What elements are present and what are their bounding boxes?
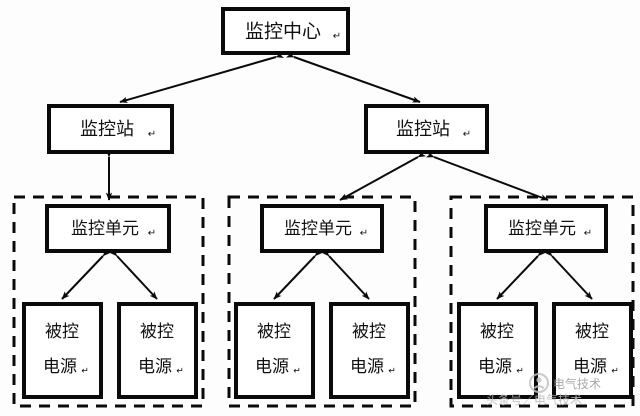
power-supply-3a-label-line2: 电源 bbox=[478, 357, 512, 377]
node-power-supply-3b[interactable]: 被控 电源 ↵ bbox=[552, 302, 633, 399]
monitoring-unit-1-label: 监控单元 bbox=[71, 219, 139, 239]
monitoring-unit-1-box[interactable] bbox=[45, 204, 171, 253]
power-supply-1a-label-line1: 被控 bbox=[45, 322, 79, 342]
node-monitoring-station-1[interactable]: 监控站 ↵ bbox=[47, 104, 174, 154]
power-supply-3a-label-line1: 被控 bbox=[480, 322, 514, 342]
node-power-supply-3a[interactable]: 被控 电源 ↵ bbox=[457, 302, 538, 399]
monitoring-unit-3-label: 监控单元 bbox=[508, 219, 576, 239]
group-boundary-1 bbox=[12, 195, 205, 408]
power-supply-1b-label-line2: 电源 bbox=[138, 357, 172, 377]
node-monitoring-station-2[interactable]: 监控站 ↵ bbox=[364, 104, 489, 154]
link-station-2-to-unit-3 bbox=[425, 151, 549, 201]
link-unit-3-to-power-3b bbox=[544, 248, 593, 300]
monitoring-station-2-pilcrow: ↵ bbox=[463, 129, 471, 140]
monitoring-unit-2-pilcrow: ↵ bbox=[360, 228, 368, 239]
power-supply-2a-box[interactable] bbox=[234, 302, 315, 399]
group-boundary-2 bbox=[227, 195, 417, 408]
power-supply-2b-pilcrow: ↵ bbox=[388, 367, 396, 377]
monitoring-station-2-label: 监控站 bbox=[396, 119, 450, 140]
group-boundary-3 bbox=[449, 195, 635, 408]
watermark-badge-label: 电气技术 bbox=[553, 376, 601, 391]
link-center-to-station-1 bbox=[119, 51, 284, 104]
power-supply-1b-label-line1: 被控 bbox=[140, 322, 174, 342]
monitoring-unit-3-pilcrow: ↵ bbox=[584, 228, 592, 239]
link-unit-2-to-power-2a bbox=[273, 248, 323, 300]
connector-layer bbox=[61, 51, 593, 300]
power-supply-3b-box[interactable] bbox=[552, 302, 633, 399]
monitoring-center-box[interactable] bbox=[221, 7, 350, 55]
monitoring-station-1-label: 监控站 bbox=[80, 119, 134, 140]
monitoring-station-1-box[interactable] bbox=[47, 104, 174, 154]
watermark-avatar-body-icon bbox=[533, 385, 545, 390]
monitoring-station-1-pilcrow: ↵ bbox=[148, 129, 156, 140]
link-station-2-to-unit-2 bbox=[339, 150, 427, 201]
power-supply-1b-pilcrow: ↵ bbox=[176, 367, 184, 377]
node-power-supply-2a[interactable]: 被控 电源 ↵ bbox=[234, 302, 315, 399]
link-center-to-station-2 bbox=[285, 51, 421, 103]
node-power-supply-1b[interactable]: 被控 电源 ↵ bbox=[117, 302, 198, 399]
monitoring-unit-3-box[interactable] bbox=[484, 204, 608, 253]
power-supply-1b-box[interactable] bbox=[117, 302, 198, 399]
watermark-handle-label: 头条号／电气技术 bbox=[486, 392, 582, 407]
power-supply-2a-pilcrow: ↵ bbox=[293, 367, 301, 377]
watermark: 电气技术 头条号／电气技术 bbox=[486, 373, 601, 407]
monitoring-station-2-box[interactable] bbox=[364, 104, 489, 154]
group-boundary-layer bbox=[12, 195, 635, 408]
node-monitoring-unit-2[interactable]: 监控单元 ↵ bbox=[260, 204, 384, 253]
power-supply-2b-label-line1: 被控 bbox=[352, 322, 386, 342]
power-supply-3b-pilcrow: ↵ bbox=[611, 367, 619, 377]
monitoring-unit-2-box[interactable] bbox=[260, 204, 384, 253]
power-supply-2a-label-line1: 被控 bbox=[257, 322, 291, 342]
power-supply-3b-label-line2: 电源 bbox=[573, 357, 607, 377]
power-supply-1a-label-line2: 电源 bbox=[43, 357, 77, 377]
monitoring-unit-2-label: 监控单元 bbox=[284, 219, 352, 239]
power-supply-3b-label-line1: 被控 bbox=[575, 322, 609, 342]
node-power-supply-2b[interactable]: 被控 电源 ↵ bbox=[329, 302, 410, 399]
power-supply-1a-box[interactable] bbox=[22, 302, 103, 399]
node-monitoring-unit-3[interactable]: 监控单元 ↵ bbox=[484, 204, 608, 253]
power-supply-3a-pilcrow: ↵ bbox=[516, 367, 524, 377]
watermark-avatar-icon bbox=[529, 373, 549, 393]
node-power-supply-1a[interactable]: 被控 电源 ↵ bbox=[22, 302, 103, 399]
link-unit-2-to-power-2b bbox=[321, 248, 370, 300]
power-supply-2a-label-line2: 电源 bbox=[255, 357, 289, 377]
monitoring-center-pilcrow: ↵ bbox=[333, 31, 341, 42]
link-unit-3-to-power-3a bbox=[496, 248, 546, 300]
power-supply-2b-box[interactable] bbox=[329, 302, 410, 399]
monitoring-center-label: 监控中心 bbox=[245, 21, 321, 43]
node-monitoring-center[interactable]: 监控中心 ↵ bbox=[221, 7, 350, 55]
link-unit-1-to-power-1a bbox=[61, 248, 111, 300]
watermark-avatar-head-icon bbox=[536, 377, 542, 383]
power-supply-1a-pilcrow: ↵ bbox=[81, 367, 89, 377]
power-supply-2b-label-line2: 电源 bbox=[350, 357, 384, 377]
monitoring-unit-1-pilcrow: ↵ bbox=[148, 228, 156, 239]
link-unit-1-to-power-1b bbox=[109, 248, 158, 300]
power-supply-3a-box[interactable] bbox=[457, 302, 538, 399]
node-monitoring-unit-1[interactable]: 监控单元 ↵ bbox=[45, 204, 171, 253]
